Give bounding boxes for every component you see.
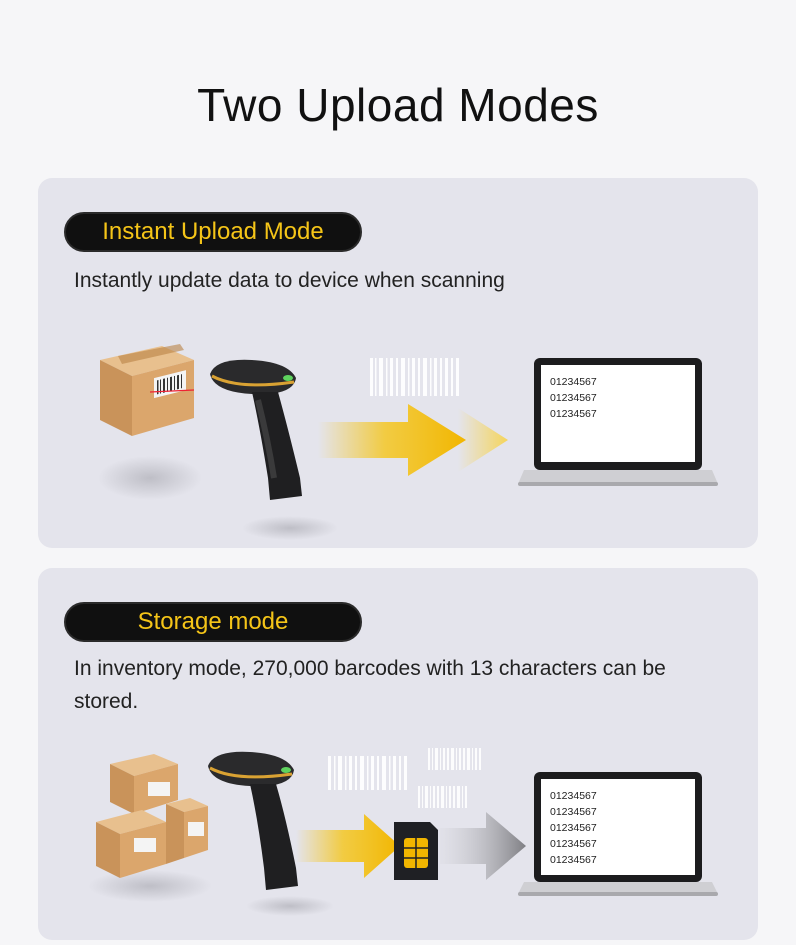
sim-chip-icon [394,822,438,880]
screen-line: 01234567 [550,822,597,834]
screen-line: 01234567 [550,408,597,420]
barcode-icon [328,756,407,790]
package-box-icon [96,754,208,878]
screen-line: 01234567 [550,806,597,818]
laptop-icon: 01234567 01234567 01234567 01234567 0123… [518,772,718,896]
storage-mode-panel: Storage mode In inventory mode, 270,000 … [38,568,758,940]
barcode-scanner-icon [208,751,298,890]
storage-mode-illustration: 01234567 01234567 01234567 01234567 0123… [88,748,718,916]
instant-upload-mode-badge: Instant Upload Mode [64,212,362,252]
barcode-icon [418,786,467,808]
arrow-right-icon [440,812,526,880]
arrow-right-icon [296,814,400,878]
page-title: Two Upload Modes [197,79,599,131]
barcode-icon [370,358,459,396]
laptop-icon: 01234567 01234567 01234567 [518,358,718,486]
screen-line: 01234567 [550,838,597,850]
screen-line: 01234567 [550,392,597,404]
arrow-right-icon [318,404,508,476]
storage-mode-description: In inventory mode, 270,000 barcodes with… [74,657,666,713]
barcode-icon [428,748,481,770]
screen-line: 01234567 [550,376,597,388]
screen-line: 01234567 [550,854,597,866]
instant-upload-panel: Instant Upload Mode Instantly update dat… [38,178,758,548]
instant-upload-description: Instantly update data to device when sca… [74,269,505,292]
screen-line: 01234567 [550,790,597,802]
storage-mode-badge: Storage mode [64,602,362,642]
barcode-scanner-icon [210,359,302,500]
instant-upload-illustration: 01234567 01234567 01234567 [98,344,718,540]
package-box-icon [100,344,195,436]
